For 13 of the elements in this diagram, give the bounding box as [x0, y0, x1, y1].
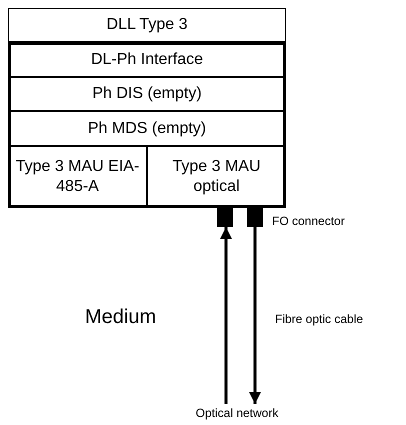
text-label: Fibre optic cable	[275, 312, 364, 326]
arrow	[220, 227, 232, 404]
arrow	[249, 227, 261, 404]
layer-box: Ph DIS (empty)	[8, 77, 286, 111]
layer-box: Ph MDS (empty)	[8, 111, 286, 146]
connector-block	[247, 208, 263, 227]
node-label: Optical network	[182, 404, 292, 422]
text-label: Medium	[85, 306, 156, 329]
layer-box: Type 3 MAU optical	[147, 146, 286, 208]
layer-box: Type 3 MAU EIA-485-A	[8, 146, 147, 208]
text-label: FO connector	[272, 214, 345, 228]
connector-block	[217, 208, 233, 227]
layer-box: DLL Type 3	[8, 8, 286, 42]
